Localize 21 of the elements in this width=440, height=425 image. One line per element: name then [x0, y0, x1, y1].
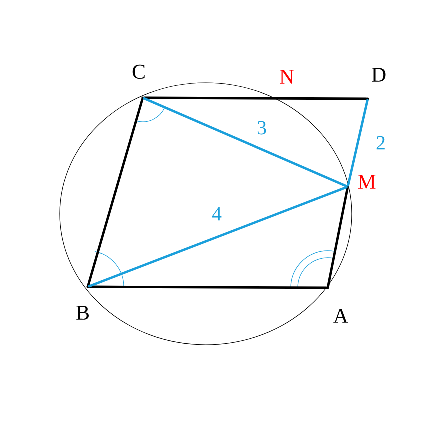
vertex-point — [366, 98, 370, 100]
point-label: N — [280, 70, 294, 84]
point-label: C — [132, 64, 145, 80]
segment — [143, 97, 348, 188]
vertex-point — [346, 186, 350, 188]
segment — [143, 96, 368, 100]
segment — [88, 286, 328, 290]
vertex-point — [142, 96, 144, 100]
segment — [87, 98, 144, 287]
segment — [88, 186, 348, 288]
point-label: M — [358, 175, 376, 189]
point-label: A — [334, 309, 348, 323]
length-label: 2 — [376, 136, 385, 150]
vertex-point — [326, 286, 330, 290]
segment — [327, 187, 349, 288]
vertex-point — [86, 286, 90, 288]
point-label: D — [372, 68, 386, 82]
length-label: 4 — [212, 207, 222, 221]
length-label: 3 — [258, 121, 266, 135]
point-label: B — [76, 306, 89, 320]
segment — [347, 99, 369, 187]
